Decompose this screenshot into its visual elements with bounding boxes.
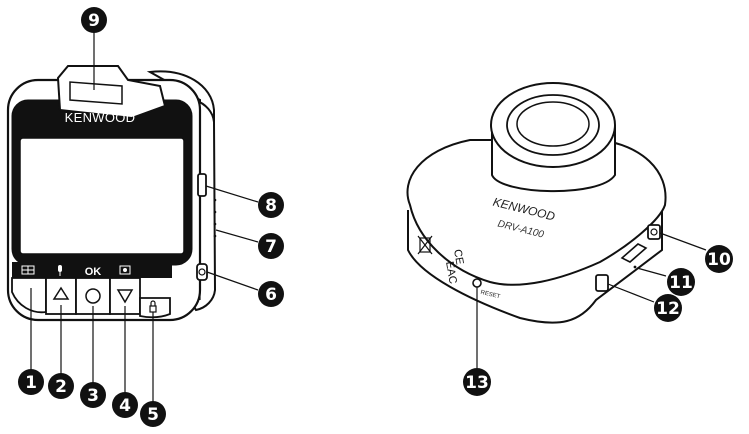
callout-9: 9 xyxy=(81,7,107,33)
down-arrow-icon xyxy=(116,289,134,304)
regulatory-marks: EAC CE xyxy=(417,235,466,285)
svg-text:9: 9 xyxy=(88,11,100,31)
speaker-hole xyxy=(213,210,217,214)
ok-circle-icon xyxy=(85,288,101,304)
buttons-row xyxy=(11,277,171,319)
ok-label: OK xyxy=(85,266,102,278)
photo-icon xyxy=(119,265,131,275)
svg-text:12: 12 xyxy=(656,299,680,319)
svg-text:8: 8 xyxy=(265,196,277,216)
speaker-hole xyxy=(213,222,217,226)
front-brand-logo: KENWOOD xyxy=(65,110,136,125)
strip-icons: OK xyxy=(21,265,131,278)
callout-3: 3 xyxy=(80,382,106,408)
svg-text:13: 13 xyxy=(465,373,489,393)
callout-10: 10 xyxy=(705,245,733,273)
mini-usb-port xyxy=(595,274,609,292)
callout-11: 11 xyxy=(667,268,695,296)
svg-text:3: 3 xyxy=(87,386,99,406)
callout-13: 13 xyxy=(463,368,491,396)
callout-5: 5 xyxy=(140,401,166,427)
speaker-hole xyxy=(213,198,217,202)
callout-1: 1 xyxy=(18,369,44,395)
callout-7: 7 xyxy=(258,233,284,259)
svg-text:7: 7 xyxy=(265,237,277,257)
callout-6: 6 xyxy=(258,281,284,307)
leader-lines-right xyxy=(476,232,707,368)
svg-text:2: 2 xyxy=(55,377,67,397)
svg-text:11: 11 xyxy=(669,273,693,293)
right-device-rear: KENWOOD DRV-A100 EAC CE RESET 10 xyxy=(406,82,733,396)
mic-icon xyxy=(58,265,62,272)
reset-hole xyxy=(472,278,482,288)
ce-mark: CE xyxy=(451,248,465,265)
mount-slot-inner xyxy=(69,81,123,105)
button-label-strip xyxy=(12,262,172,278)
callout-2: 2 xyxy=(48,373,74,399)
lcd-screen xyxy=(19,137,185,255)
usb-port xyxy=(197,173,207,197)
left-device-front: KENWOOD OK xyxy=(6,7,284,427)
callout-12: 12 xyxy=(654,294,682,322)
svg-text:6: 6 xyxy=(265,285,277,305)
svg-text:1: 1 xyxy=(25,373,37,393)
up-arrow-icon xyxy=(52,286,70,300)
speaker-hole xyxy=(213,234,217,238)
microsd-slot xyxy=(620,243,648,263)
svg-text:10: 10 xyxy=(707,250,731,270)
reset-label: RESET xyxy=(480,290,501,301)
callout-8: 8 xyxy=(258,192,284,218)
weee-bin-icon xyxy=(419,237,431,253)
rear-led xyxy=(633,265,637,269)
lock-button[interactable] xyxy=(139,297,171,319)
svg-text:5: 5 xyxy=(147,405,159,425)
dc-in-port xyxy=(647,224,661,240)
leader-lines-left xyxy=(30,32,259,410)
eac-mark: EAC xyxy=(443,260,459,284)
callout-4: 4 xyxy=(112,392,138,418)
svg-text:4: 4 xyxy=(119,396,131,416)
lens-glass xyxy=(516,101,590,147)
